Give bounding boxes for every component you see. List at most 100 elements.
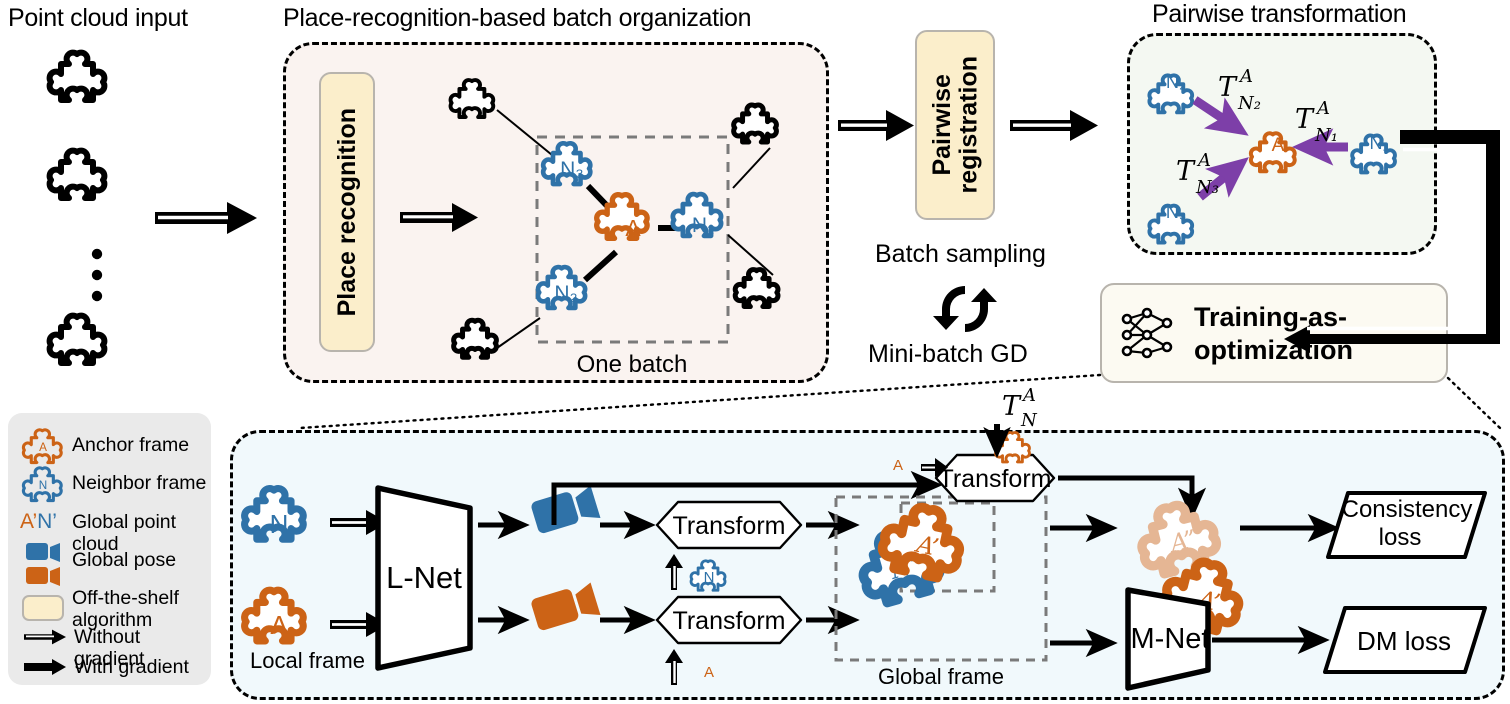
arrow-small-n-into-transform: [665, 554, 683, 590]
legend-box: A Anchor frame N Neighbor frame A’N’ Glo…: [8, 413, 211, 685]
puzzle-anchor-icon: A: [21, 426, 64, 471]
label-T-N1: T A N₁: [1295, 98, 1338, 146]
svg-text:N₂: N₂: [554, 282, 577, 305]
outer-puzzle-piece-topright: [734, 105, 777, 142]
global-pose-icon-neighbor: [531, 485, 601, 534]
outer-puzzle-piece-bottomright: [735, 270, 778, 307]
input-ellipsis-dots: [91, 248, 103, 302]
dotted-zoom-connectors: [298, 373, 1502, 430]
one-batch-dashed-box: [535, 135, 730, 344]
camera-pose-icon: [24, 541, 64, 594]
dm-loss-box: DM loss: [1323, 606, 1487, 674]
legend-label-neighbor-frame: Neighbor frame: [72, 472, 207, 494]
legend-label-global-pose: Global pose: [72, 549, 177, 571]
svg-text:N: N: [1020, 410, 1038, 431]
arrow-registration-to-pairwise: [1010, 110, 1098, 141]
local-frame-label: Local frame: [250, 648, 365, 673]
input-puzzle-piece-2: [50, 151, 105, 198]
svg-text:N: N: [704, 569, 715, 586]
svg-text:A: A: [1196, 150, 1211, 171]
transform-box-top[interactable]: Transform: [934, 453, 1056, 503]
legend-label-anchor-frame: Anchor frame: [72, 434, 190, 456]
arrow-n-to-lnet: [330, 510, 388, 535]
svg-text:Transform: Transform: [673, 607, 786, 635]
solid-arrow-icon: [24, 656, 70, 683]
mini-batch-gd-label: Mini-batch GD: [868, 340, 1028, 368]
puzzle-neighbor-icon: N: [21, 464, 64, 509]
page-title-pairwise-transformation: Pairwise transformation: [1152, 0, 1407, 28]
svg-text:N: N: [39, 479, 47, 492]
svg-text:Consistency: Consistency: [1342, 496, 1473, 523]
training-as-optimization-box[interactable]: Training-as-optimization: [1100, 283, 1448, 383]
place-recognition-box[interactable]: Place recognition: [319, 72, 375, 352]
global-point-cloud-icon: A’N’: [20, 510, 57, 534]
global-piece-a-prime: A’: [879, 501, 967, 581]
pipeline-small-piece-a: A: [704, 664, 714, 681]
page-title-point-cloud-input: Point cloud input: [8, 4, 188, 32]
transform-box-2[interactable]: Transform: [655, 595, 803, 645]
refresh-cycle-icon: [930, 278, 1000, 345]
svg-text:loss: loss: [1379, 524, 1422, 551]
label-T-N2: T A N₂: [1218, 66, 1261, 114]
pipeline-piece-n: N: [245, 489, 304, 540]
svg-text:N₂: N₂: [1166, 72, 1186, 92]
svg-text:N₁: N₁: [692, 214, 714, 237]
training-as-optimization-label: Training-as-optimization: [1194, 302, 1353, 365]
input-puzzle-piece-1: [50, 53, 105, 100]
label-T-A-N: T A N: [1002, 385, 1038, 431]
label-T-N3: T A N₃: [1176, 150, 1219, 198]
global-frame-label: Global frame: [878, 664, 1004, 689]
batch-piece-anchor: A: [597, 195, 647, 241]
svg-text:T: T: [1002, 391, 1022, 422]
outer-puzzle-piece-topleft: [448, 78, 496, 119]
hollow-arrow-icon: [24, 626, 70, 653]
arrow-pose-n-to-top-transform: [551, 470, 943, 525]
batch-piece-n1: N₁: [673, 194, 721, 237]
pairwise-piece-n1: N₁: [1350, 133, 1397, 175]
neural-network-icon: [1118, 307, 1176, 363]
svg-text:N₃: N₃: [1166, 202, 1186, 222]
arrow-input-to-batch: [155, 202, 257, 234]
svg-text:A: A: [270, 610, 288, 640]
batch-piece-n3: N₃: [543, 143, 590, 184]
svg-text:A: A: [704, 664, 714, 681]
svg-text:T: T: [1176, 156, 1196, 187]
svg-text:N₃: N₃: [560, 158, 584, 181]
pairwise-transform-arrows: [1192, 96, 1348, 201]
global-pose-icon-anchor: [531, 582, 601, 631]
svg-text:N₁: N₁: [1369, 133, 1388, 153]
svg-text:A: A: [1238, 66, 1253, 87]
l-net-block[interactable]: L-Net: [375, 485, 473, 671]
svg-text:A: A: [625, 215, 641, 241]
legend-label-with-gradient: With gradient: [74, 656, 189, 678]
output-piece-a-double-prime: A”: [1134, 498, 1221, 577]
rounded-cream-box-icon: [22, 595, 64, 621]
pairwise-piece-anchor: A: [1251, 133, 1295, 171]
svg-text:A: A: [1021, 385, 1036, 406]
pipeline-small-piece-n: N: [689, 559, 727, 592]
graph-outer-edges: [496, 109, 774, 349]
arrow-small-a-into-transform: [665, 649, 683, 685]
a-prime-glyph: A’: [20, 510, 38, 533]
arrow-feedback-to-training: [1284, 130, 1500, 353]
global-frame-inner-dashed-box: [899, 501, 996, 593]
svg-text:M-Net: M-Net: [1131, 623, 1210, 655]
legend-label-without-gradient: Without gradient: [74, 626, 145, 670]
svg-text:N₂: N₂: [1237, 93, 1261, 114]
arrow-batch-to-registration: [838, 110, 914, 141]
svg-text:A: A: [893, 457, 903, 474]
batch-piece-n2: N₂: [538, 267, 585, 308]
arrow-a-to-lnet: [330, 612, 388, 637]
transform-box-1[interactable]: Transform: [655, 500, 803, 550]
svg-text:T: T: [1295, 104, 1315, 135]
arrow-top-piece-a-to-transform: [921, 458, 948, 477]
outer-puzzle-piece-bottomleft: [454, 320, 497, 357]
svg-text:N₃: N₃: [1195, 177, 1219, 198]
m-net-block[interactable]: M-Net: [1125, 587, 1211, 691]
pairwise-transform-labels: T A N₂ T A N₁ T A N₃: [1176, 66, 1338, 198]
svg-text:N: N: [270, 509, 289, 539]
input-puzzle-piece-3: [50, 316, 105, 363]
